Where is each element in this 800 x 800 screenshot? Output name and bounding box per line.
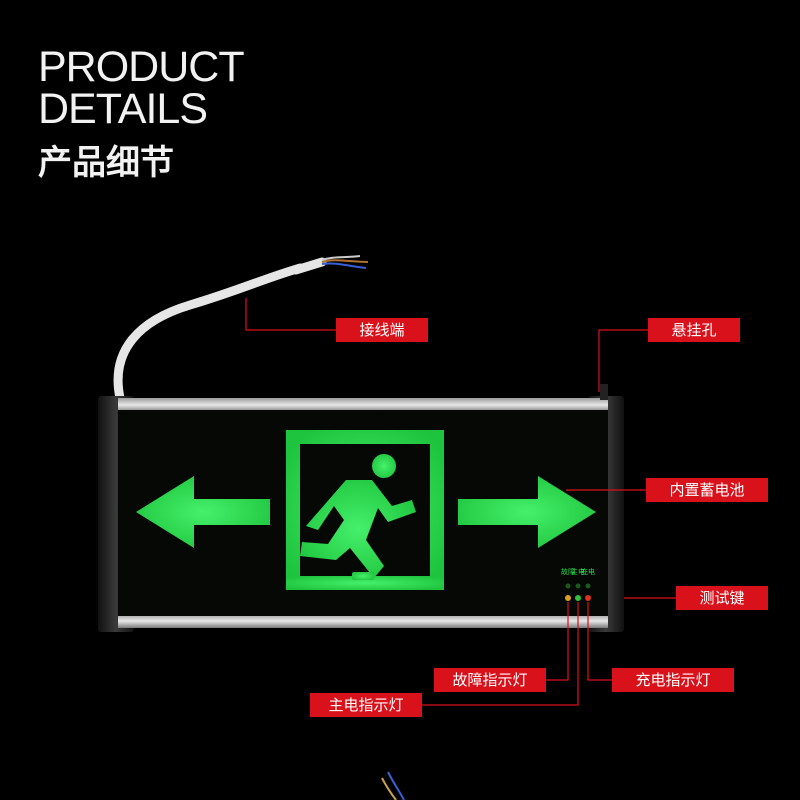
right-arrow-icon — [458, 476, 596, 548]
title-line-1: PRODUCT — [38, 43, 245, 91]
panel-label-charge: 充电 — [581, 567, 595, 576]
callout-test-button: 测试键 — [676, 586, 768, 610]
product-details-subtitle: 产品细节 — [38, 143, 174, 183]
left-arrow-icon — [136, 476, 270, 548]
main-power-led-icon — [575, 595, 581, 601]
indicator-panel: 故障 主电 充电 — [561, 567, 595, 601]
callout-hanging-hole: 悬挂孔 — [648, 318, 740, 342]
title-line-2: DETAILS — [38, 85, 208, 133]
charge-led-icon — [585, 595, 591, 601]
panel-label-main: 主电 — [571, 567, 585, 576]
callout-charge-indicator: 充电指示灯 — [612, 668, 734, 692]
callout-wiring-terminal: 接线端 — [336, 318, 428, 342]
power-cable — [113, 255, 369, 403]
running-man-exit-icon — [286, 430, 444, 590]
panel-label-fault: 故障 — [561, 567, 575, 576]
callout-fault-indicator: 故障指示灯 — [434, 668, 546, 692]
product-details-title: PRODUCT DETAILS — [38, 43, 245, 133]
callout-main-power-indicator: 主电指示灯 — [310, 693, 422, 717]
fault-led-icon — [565, 595, 571, 601]
callout-leader-lines — [245, 298, 676, 706]
callout-built-in-battery: 内置蓄电池 — [646, 478, 768, 502]
